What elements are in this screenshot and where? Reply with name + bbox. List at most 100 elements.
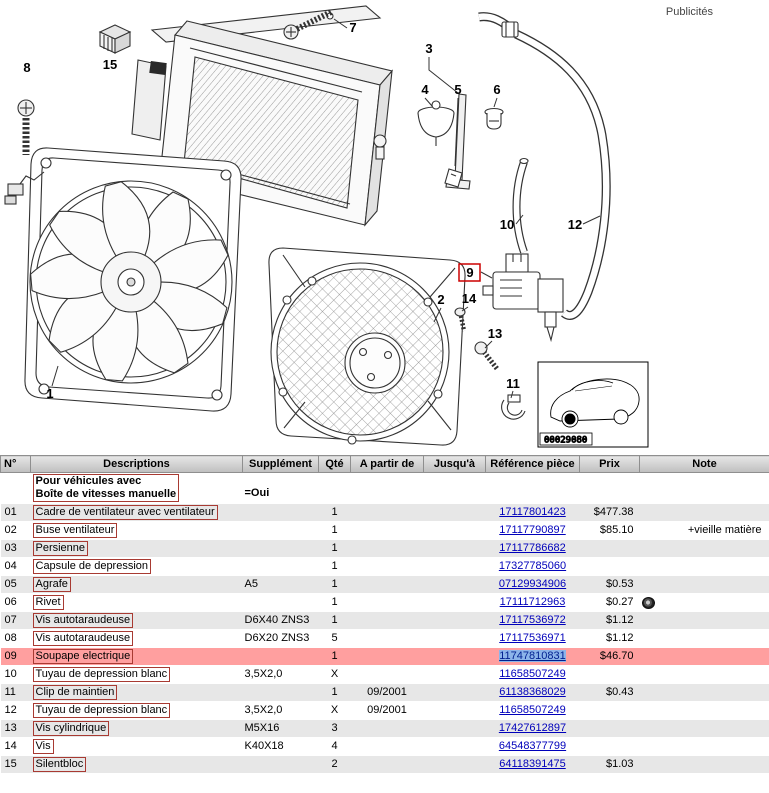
part-description[interactable]: Vis autotaraudeuse [32,631,134,646]
part-description[interactable]: Agrafe [32,577,71,592]
callout-9[interactable]: 9 [466,265,473,280]
row-number: 05 [4,578,17,590]
part-note [640,684,769,702]
fan-assembly-drawing [4,147,242,412]
callout-5[interactable]: 5 [454,82,461,97]
image-code: 00029080 [544,436,587,446]
part-reference-link[interactable]: 11658507249 [499,704,566,716]
group-line1: Pour véhicules avec [35,475,142,487]
part-description[interactable]: Tuyau de depression blanc [32,703,171,718]
part-description[interactable]: Vis autotaraudeuse [32,613,134,628]
part-reference-link[interactable]: 11747810831 [499,650,566,662]
fan-shroud-drawing [268,247,466,446]
part-supplement [243,684,319,702]
part-to [424,684,486,702]
callout-8[interactable]: 8 [23,60,30,75]
part-to [424,630,486,648]
callout-14[interactable]: 14 [462,291,477,306]
part-reference-link[interactable]: 17117786682 [499,542,566,554]
part-to [424,648,486,666]
callout-10[interactable]: 10 [500,217,514,232]
part-note [640,720,769,738]
callout-4[interactable]: 4 [421,82,429,97]
part-from [351,666,424,684]
part-reference-link[interactable]: 17111712963 [499,596,566,608]
part-from [351,720,424,738]
part-reference-link[interactable]: 64118391475 [499,758,566,770]
part-qty: 3 [331,722,338,734]
leader-lines [51,18,601,399]
row-number: 04 [4,560,17,572]
callout-2[interactable]: 2 [437,292,444,307]
part-reference-link[interactable]: 64548377799 [498,740,567,752]
callout-12[interactable]: 12 [568,217,582,232]
row-number: 15 [4,758,17,770]
part-reference-link[interactable]: 17117536971 [499,632,566,644]
callout-3[interactable]: 3 [425,41,432,56]
callout-11[interactable]: 11 [506,376,520,391]
part-reference-link[interactable]: 17117536972 [499,614,566,626]
part-to [424,504,486,522]
part-note [640,702,769,720]
part-reference-link[interactable]: 17117801423 [499,506,566,518]
part-to [424,702,486,720]
callout-7[interactable]: 7 [349,20,356,35]
part-price [580,720,640,738]
part-reference-link[interactable]: 17117790897 [499,524,566,536]
part-reference-link[interactable]: 07129934906 [498,578,567,590]
part-from [351,558,424,576]
callout-15[interactable]: 15 [103,57,117,72]
part-from [351,738,424,756]
wheel-icon[interactable] [641,597,655,609]
part-from [351,594,424,612]
hoses-valve-drawing [478,12,611,420]
col-header-5: Jusqu'à [423,455,486,473]
part-reference-link[interactable]: 17327785060 [498,560,567,572]
part-qty: 4 [331,740,338,752]
part-description[interactable]: Silentbloc [32,757,87,772]
part-reference-link[interactable]: 17427612897 [498,722,567,734]
part-description[interactable]: Tuyau de depression blanc [32,667,171,682]
part-price: $1.12 [605,614,634,626]
part-description[interactable]: Clip de maintien [32,685,118,700]
part-supplement: M5X16 [244,722,280,734]
callout-1[interactable]: 1 [46,386,53,401]
part-description[interactable]: Soupape electrique [32,649,134,664]
part-description[interactable]: Buse ventilateur [32,523,118,538]
part-reference-link[interactable]: 61138368029 [499,686,566,698]
part-qty: X [330,668,339,680]
part-description[interactable]: Cadre de ventilateur avec ventilateur [32,505,218,520]
row-number: 01 [4,506,17,518]
part-qty: 1 [331,686,338,698]
part-from [351,648,424,666]
part-note [640,738,769,756]
part-note [640,540,769,558]
col-header-0: N° [0,455,31,473]
part-description[interactable]: Rivet [32,595,64,610]
part-note [640,558,769,576]
part-note [640,594,769,612]
part-price [580,738,640,756]
part-price: $0.53 [605,578,634,590]
callout-13[interactable]: 13 [488,326,502,341]
part-description[interactable]: Persienne [32,541,89,556]
part-qty: 1 [331,578,338,590]
part-description[interactable]: Capsule de depression [32,559,152,574]
part-to [424,522,486,540]
part-reference-link[interactable]: 11658507249 [499,668,566,680]
part-description[interactable]: Vis cylindrique [32,721,110,736]
part-from: 09/2001 [367,704,407,716]
callout-6[interactable]: 6 [493,82,500,97]
table-row: 01 Cadre de ventilateur avec ventilateur 1… [0,503,769,522]
part-supplement: 3,5X2,0 [244,668,283,680]
part-from [351,522,424,540]
part-description[interactable]: Vis [32,739,54,754]
part-qty: 2 [331,758,338,770]
